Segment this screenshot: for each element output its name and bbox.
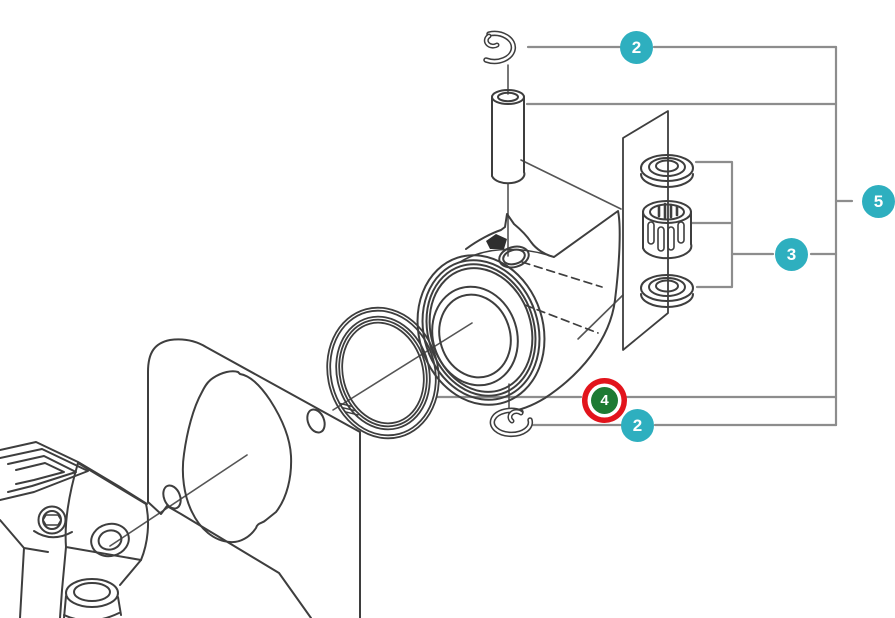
piston-crown-edge bbox=[459, 248, 555, 263]
projection-piston-plate-lower bbox=[577, 294, 624, 340]
bolt-hex-socket bbox=[42, 514, 62, 526]
callout-badge-2-top[interactable]: 2 bbox=[620, 31, 653, 64]
piston-ring bbox=[326, 306, 440, 440]
crankcase-boss bbox=[65, 578, 119, 608]
piston-face bbox=[416, 254, 546, 406]
callout-badge-5[interactable]: 5 bbox=[862, 185, 895, 218]
callout-badge-3[interactable]: 3 bbox=[775, 238, 808, 271]
pointer-ring-bore bbox=[332, 322, 473, 411]
gasket bbox=[147, 338, 361, 618]
needles bbox=[657, 202, 679, 220]
piston-bore bbox=[431, 285, 519, 387]
gasket-hole-right bbox=[306, 408, 326, 434]
washer-bottom bbox=[640, 274, 694, 308]
ring-gap-hatch bbox=[338, 402, 359, 416]
crankcase-mount-hole bbox=[90, 522, 130, 558]
callout-badge-4-highlighted[interactable]: 4 bbox=[591, 387, 618, 414]
bearing-plate bbox=[622, 110, 669, 351]
gasket-cutout bbox=[181, 370, 293, 544]
pointer-gasket-crankcase bbox=[109, 454, 248, 547]
retaining-clip-bottom bbox=[489, 407, 534, 438]
callout-badge-2-bottom[interactable]: 2 bbox=[621, 409, 654, 442]
pin-bore-hidden-line-lower bbox=[524, 304, 599, 334]
piston-silhouette bbox=[465, 210, 621, 413]
projection-piston-plate-upper bbox=[520, 159, 622, 210]
piston-pin bbox=[491, 89, 526, 185]
gasket-outline bbox=[147, 338, 361, 618]
pin-bore-hidden-line-upper bbox=[521, 261, 603, 288]
gasket-outline-bottom bbox=[147, 501, 312, 618]
gasket-hole-left bbox=[162, 484, 182, 510]
piston bbox=[416, 210, 621, 413]
washer-top bbox=[640, 154, 694, 188]
axis-lines bbox=[109, 64, 624, 547]
bearing-bracket bbox=[689, 160, 734, 289]
needle-bearing bbox=[642, 200, 693, 260]
crankcase bbox=[0, 441, 150, 618]
arrow-mark bbox=[486, 234, 507, 249]
retaining-clip-top bbox=[483, 30, 517, 65]
pin-boss-hole bbox=[498, 245, 530, 269]
